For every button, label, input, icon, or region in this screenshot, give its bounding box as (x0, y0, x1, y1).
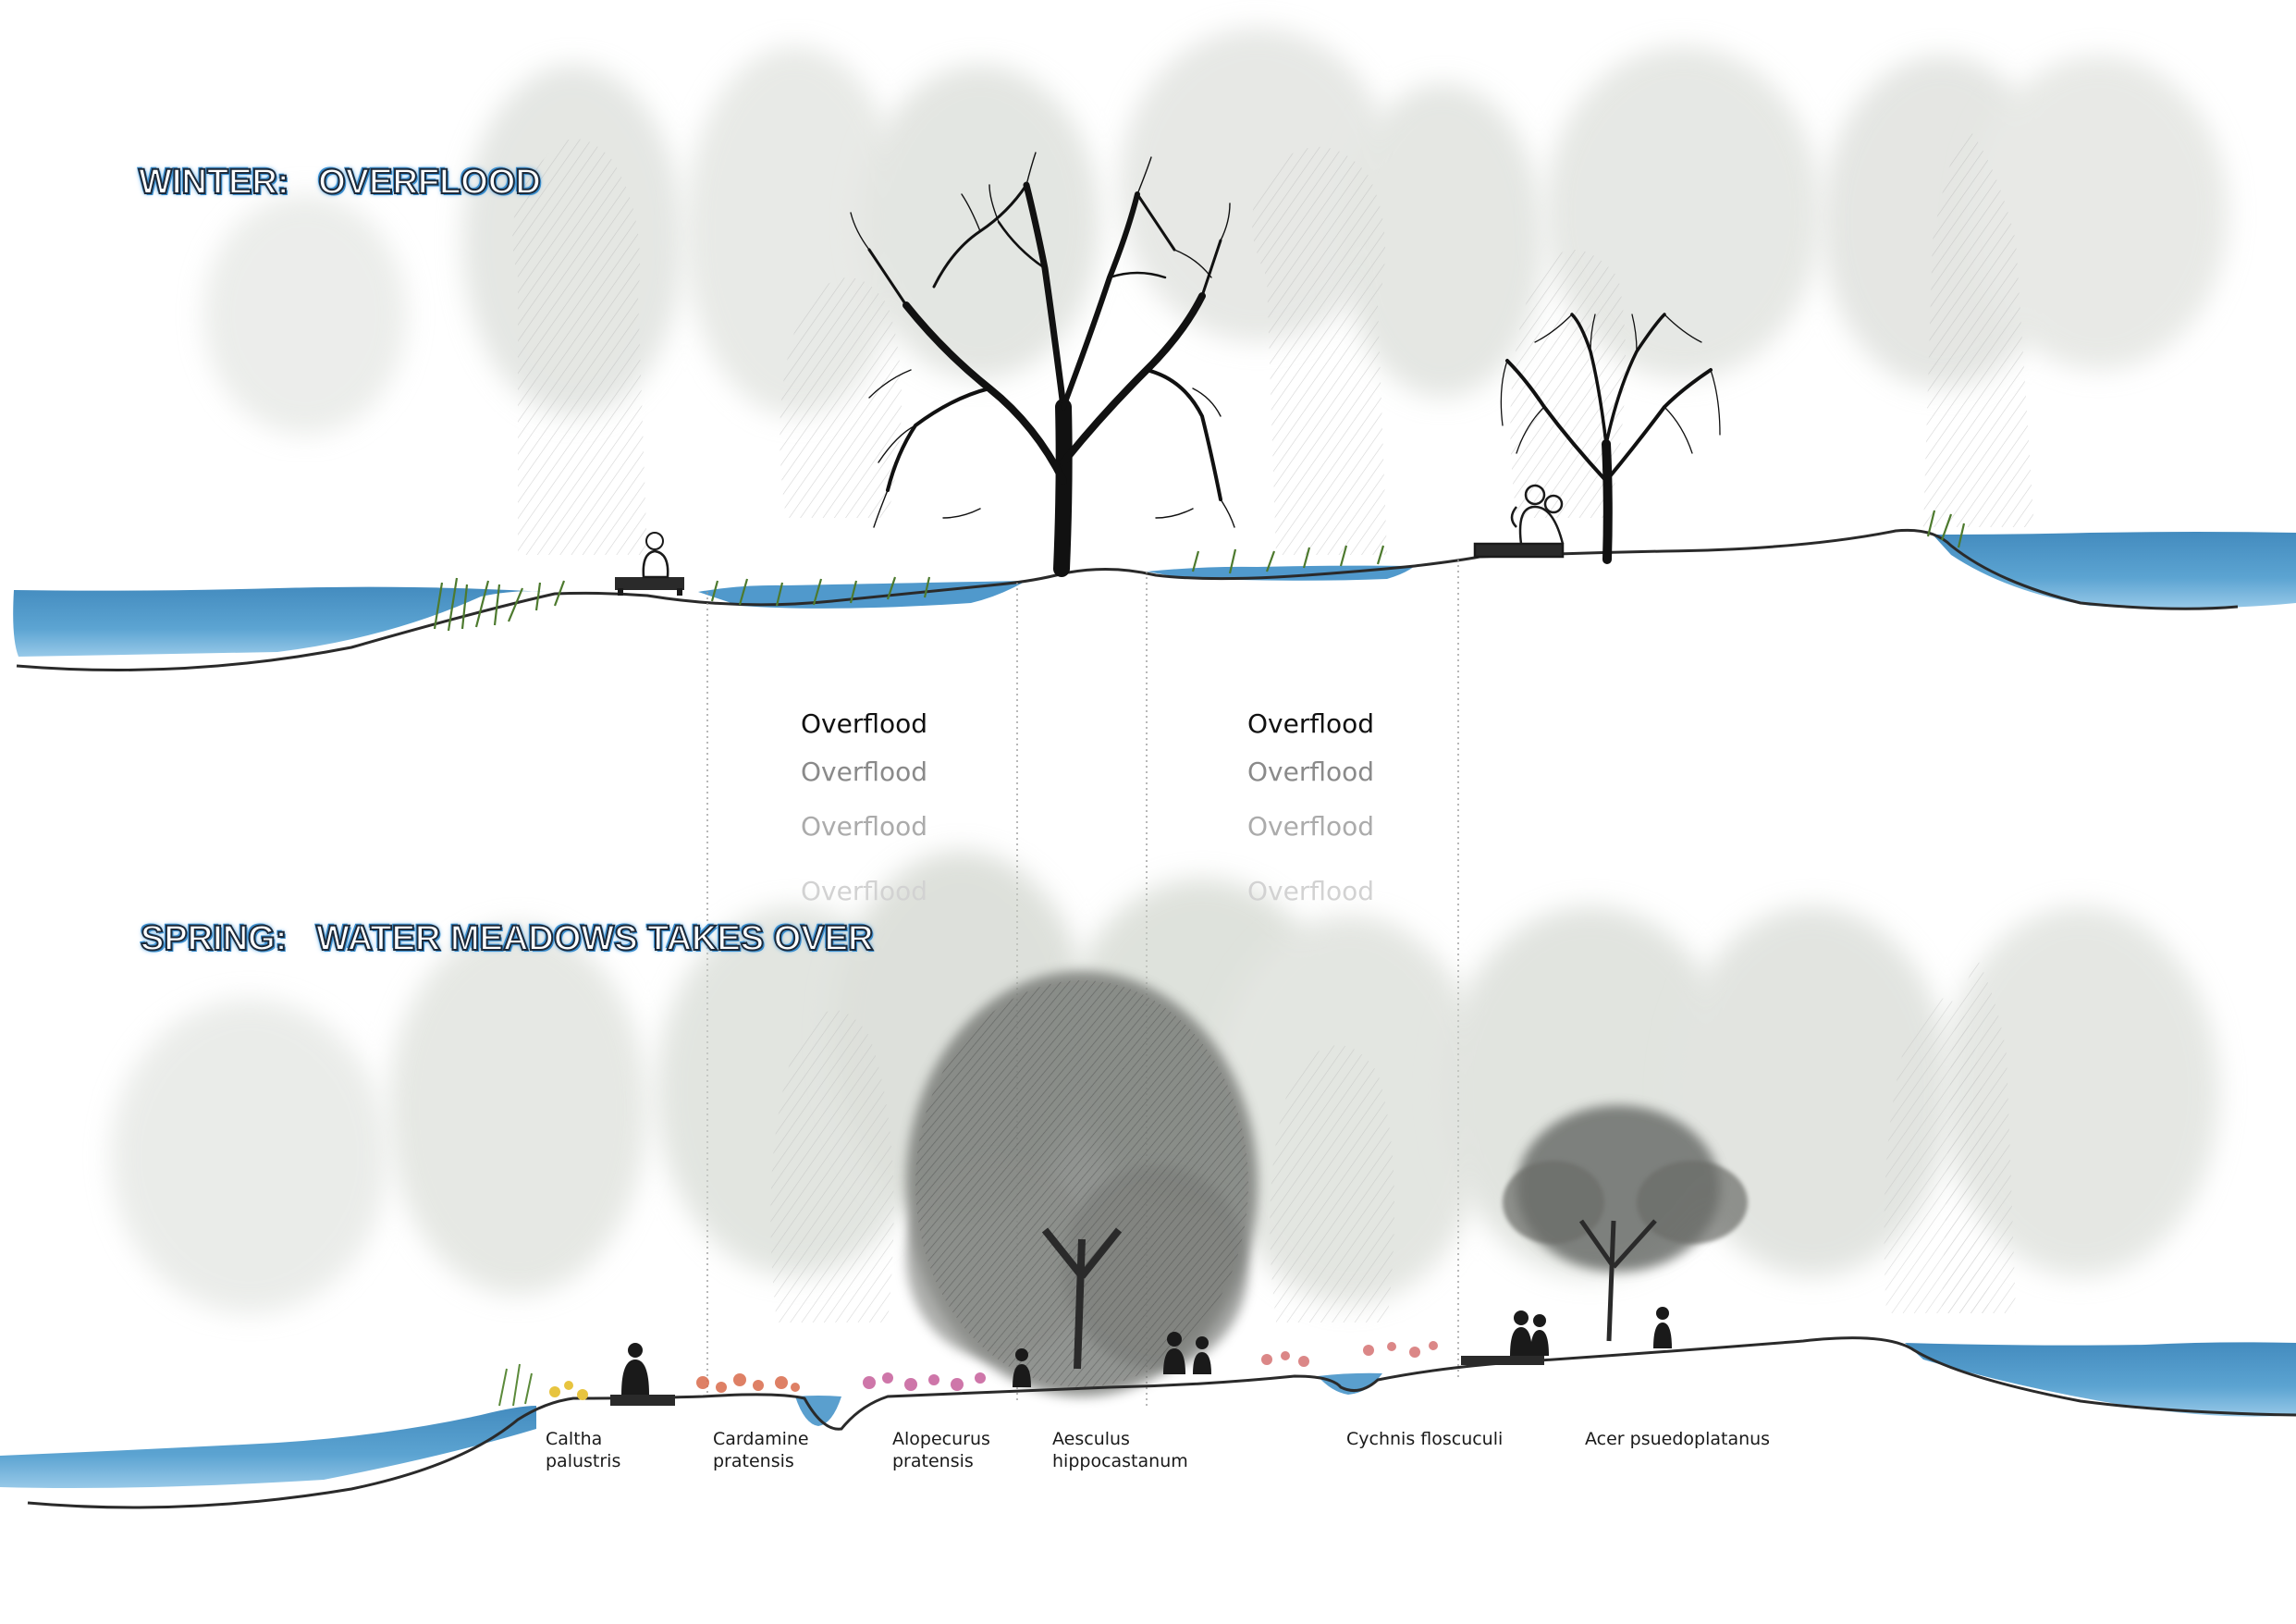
overflood-label: Overflood (801, 876, 928, 906)
species-name-line: Aesculus (1052, 1429, 1130, 1449)
winter-water-pond-2 (1147, 565, 1415, 581)
spring-section-title: SPRING: WATER MEADOWS TAKES OVER (140, 918, 874, 959)
species-label-cychnis: Cychnis floscuculi (1346, 1428, 1503, 1450)
winter-section (13, 28, 2296, 671)
spring-water-left (0, 1406, 536, 1488)
winter-water-right (1933, 532, 2296, 609)
winter-hatched-trees (512, 129, 2034, 555)
species-label-acer: Acer psuedoplatanus (1585, 1428, 1770, 1450)
winter-bare-tree-large (850, 152, 1235, 577)
spring-aesculus-tree (906, 971, 1258, 1396)
species-label-aesculus: Aesculus hippocastanum (1052, 1428, 1188, 1472)
spring-water-pond-2 (1318, 1372, 1382, 1395)
species-label-caltha: Caltha palustris (546, 1428, 620, 1472)
overflood-label: Overflood (1247, 811, 1375, 842)
spring-meadow-flowers (498, 1341, 1438, 1407)
winter-water-left (13, 586, 546, 657)
overflood-label: Overflood (801, 708, 928, 739)
species-name-line: palustris (546, 1451, 621, 1471)
spring-hatched-trees (770, 962, 2016, 1323)
spring-water-pond-1 (795, 1396, 841, 1426)
winter-people-on-bench (1473, 484, 1565, 559)
species-name-line: Cardamine (713, 1429, 809, 1449)
overflood-label: Overflood (801, 811, 928, 842)
overflood-label: Overflood (1247, 708, 1375, 739)
spring-people (610, 1307, 1672, 1406)
spring-section (0, 851, 2296, 1509)
spring-ground-line (27, 1336, 2296, 1509)
winter-person-on-bench (615, 532, 684, 596)
species-label-cardamine: Cardamine pratensis (713, 1428, 809, 1472)
species-name-line: Cychnis floscuculi (1346, 1429, 1504, 1449)
winter-reeds (433, 510, 1966, 632)
spring-acer-tree (1503, 1105, 1748, 1342)
overflood-label: Overflood (801, 757, 928, 787)
winter-ground-line (16, 528, 2239, 671)
species-name-line: hippocastanum (1052, 1451, 1188, 1471)
species-name-line: Caltha (546, 1429, 603, 1449)
species-name-line: Alopecurus (892, 1429, 990, 1449)
species-name-line: pratensis (713, 1451, 794, 1471)
winter-background-trees (203, 28, 2228, 435)
spring-water-right (1905, 1342, 2296, 1417)
species-label-alopecurus: Alopecurus pratensis (892, 1428, 990, 1472)
species-name-line: pratensis (892, 1451, 974, 1471)
overflood-label: Overflood (1247, 876, 1375, 906)
winter-bare-tree-small (1500, 313, 1721, 564)
overflood-label: Overflood (1247, 757, 1375, 787)
winter-section-title: WINTER: OVERFLOOD (138, 162, 542, 203)
species-name-line: Acer psuedoplatanus (1585, 1429, 1771, 1449)
